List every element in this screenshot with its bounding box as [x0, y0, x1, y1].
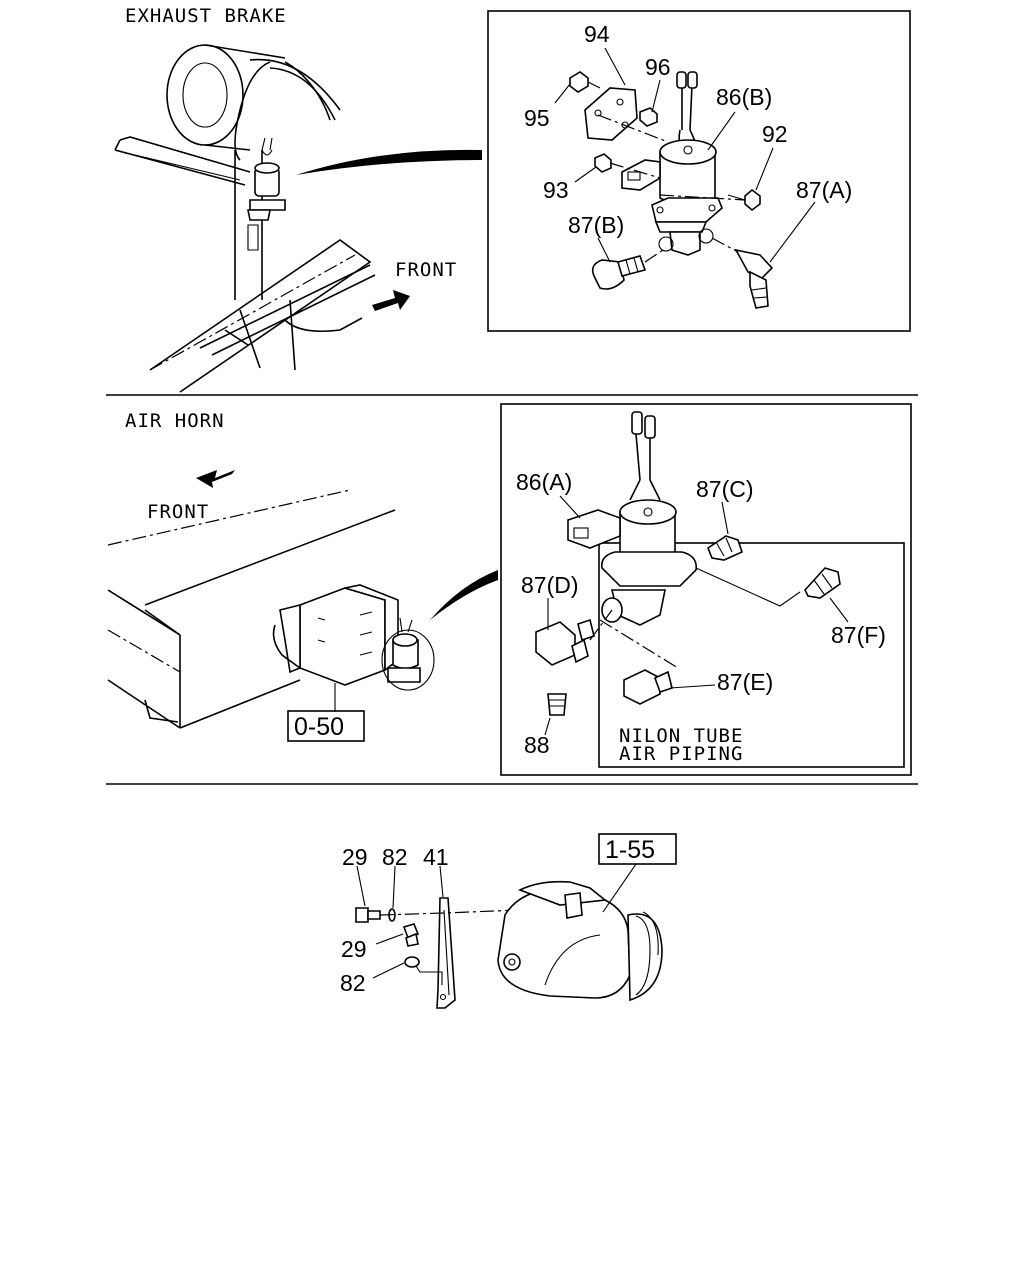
air-horn-title: AIR HORN	[125, 410, 225, 432]
air-horn-section: AIR HORN FRONT	[107, 403, 912, 776]
callout-87f: 87(F)	[831, 622, 886, 648]
bracket-section: 1-55	[340, 833, 677, 1009]
callout-29-upper: 29	[342, 844, 368, 870]
exhaust-brake-section: EXHAUST BRAKE	[114, 5, 911, 393]
nilon-tube-inset-box	[598, 542, 905, 768]
callout-96: 96	[645, 54, 671, 80]
callout-86b: 86(B)	[716, 84, 772, 110]
callout-95: 95	[524, 105, 550, 131]
callout-82-upper: 82	[382, 844, 408, 870]
callout-29-lower: 29	[341, 936, 367, 962]
callout-87d: 87(D)	[521, 572, 579, 598]
bracket-drawing	[355, 863, 663, 1009]
ref-label-0-50: 0-50	[294, 713, 344, 741]
callout-41: 41	[423, 844, 449, 870]
callout-86a: 86(A)	[516, 469, 572, 495]
frame-and-bracket-drawing	[107, 489, 498, 729]
exhaust-detail-drawing	[554, 47, 816, 309]
airhorn-detail-drawing	[535, 411, 849, 736]
callout-87e: 87(E)	[717, 669, 773, 695]
bracket-callouts: 29 82 41 29 82	[340, 844, 449, 996]
callout-82-lower: 82	[340, 970, 366, 996]
front-arrow-airhorn: FRONT	[147, 470, 235, 523]
exhaust-callouts: 94 96 95 86(B) 92 93 87(A) 87(B)	[524, 21, 852, 238]
callout-87c: 87(C)	[696, 476, 754, 502]
inset-label-nilon-tube: NILON TUBE	[619, 725, 743, 747]
exhaust-pipe-drawing	[114, 44, 482, 393]
front-label-airhorn: FRONT	[147, 501, 209, 523]
front-label-exhaust: FRONT	[395, 259, 457, 281]
exhaust-brake-title: EXHAUST BRAKE	[125, 5, 287, 27]
callout-87a: 87(A)	[796, 177, 852, 203]
inset-label-air-piping: AIR PIPING	[619, 743, 743, 765]
callout-93: 93	[543, 177, 569, 203]
ref-label-1-55: 1-55	[605, 836, 655, 864]
callout-88: 88	[524, 732, 550, 758]
front-arrow-exhaust: FRONT	[372, 259, 457, 311]
ref-box-0-50: 0-50	[287, 710, 365, 742]
ref-box-1-55: 1-55	[598, 833, 677, 865]
airhorn-detail-box	[500, 403, 912, 776]
callout-92: 92	[762, 121, 788, 147]
callout-94: 94	[584, 21, 610, 47]
exhaust-detail-box	[487, 10, 911, 332]
airhorn-callouts: 86(A) 87(C) 87(D) 87(F) 87(E) 88 NILON T…	[516, 469, 886, 765]
callout-87b: 87(B)	[568, 212, 624, 238]
